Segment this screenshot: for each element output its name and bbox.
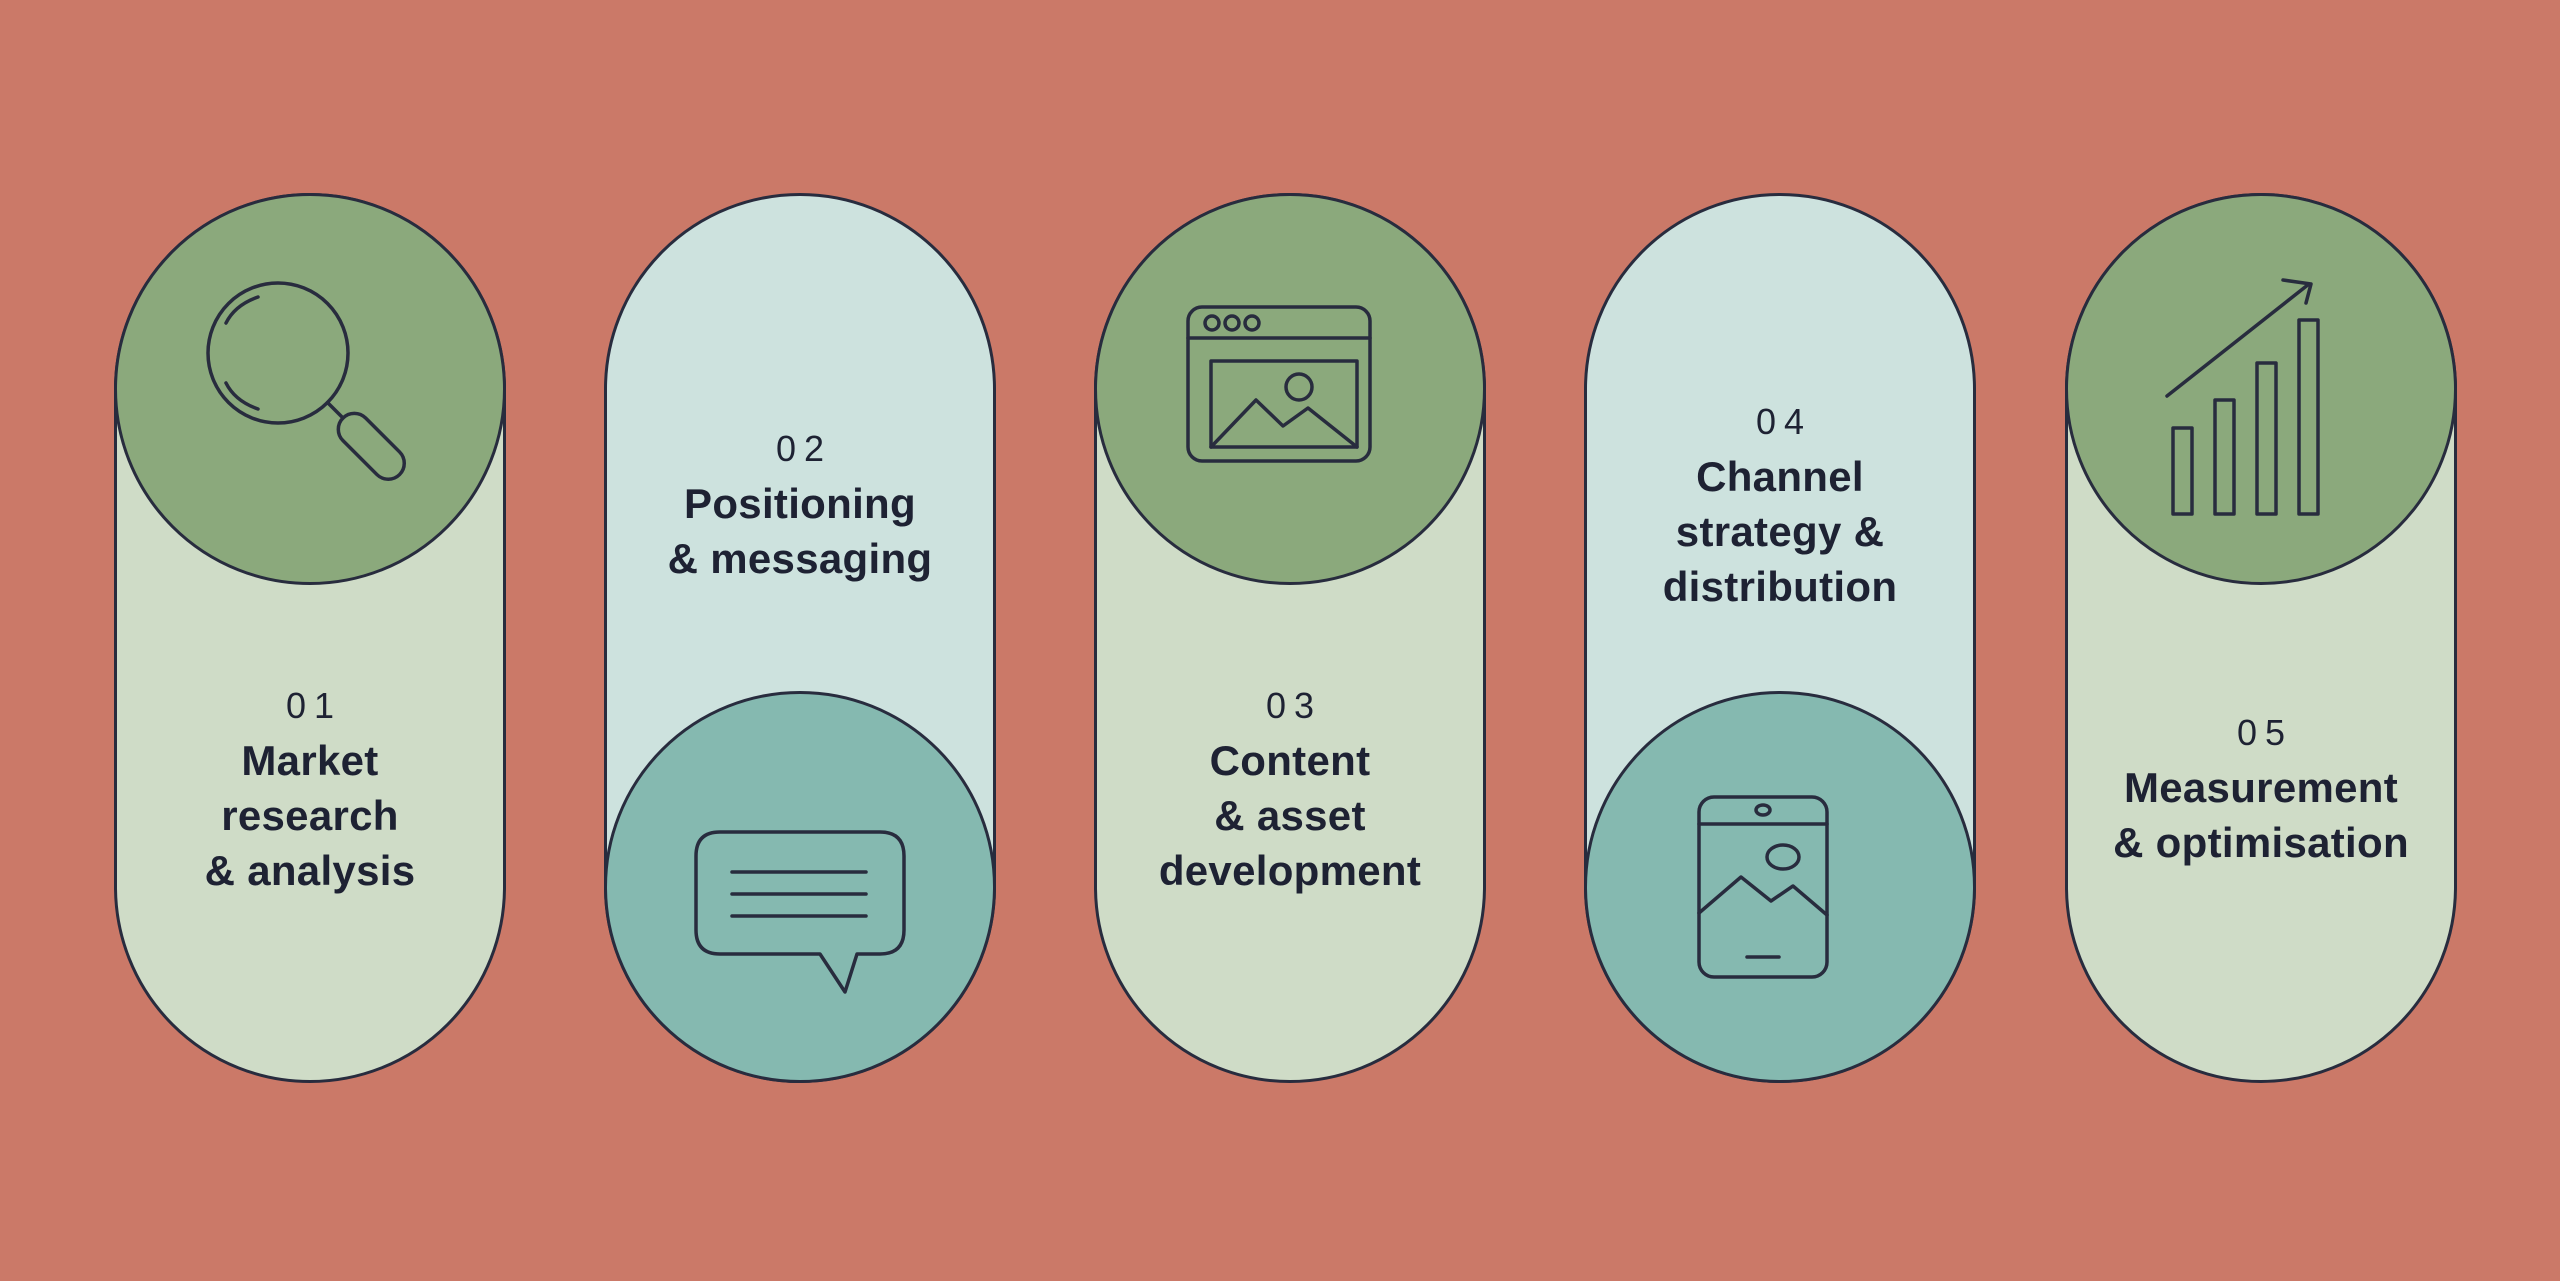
step-title: Market research & analysis: [204, 736, 416, 894]
growth-chart-icon: [2165, 278, 2320, 516]
card-step-04-channel-strategy: 04 Channel strategy & distribution: [1584, 193, 1976, 1083]
icon-circle: [1094, 193, 1486, 585]
step-title: Measurement & optimisation: [2113, 764, 2409, 866]
step-title: Positioning & messaging: [667, 480, 933, 582]
step-number: 05: [2236, 712, 2294, 753]
step-number: 01: [285, 684, 343, 726]
step-text: 05 Measurement & optimisation: [2068, 585, 2454, 1080]
card-step-01-market-research: 01 Market research & analysis: [114, 193, 506, 1083]
step-title: Content & asset development: [1158, 736, 1422, 894]
step-number: 02: [775, 428, 833, 469]
card-step-03-content-asset: 03 Content & asset development: [1094, 193, 1486, 1083]
step-title: Channel strategy & distribution: [1662, 452, 1898, 610]
step-text: 04 Channel strategy & distribution: [1587, 196, 1973, 751]
search-icon: [205, 281, 406, 482]
browser-image-icon: [1186, 305, 1372, 463]
step-number: 03: [1265, 684, 1323, 726]
chat-bubble-icon: [694, 830, 906, 994]
step-number: 04: [1755, 400, 1813, 442]
icon-circle: [2065, 193, 2457, 585]
step-text: 02 Positioning & messaging: [607, 196, 993, 751]
card-step-02-positioning-messaging: 02 Positioning & messaging: [604, 193, 996, 1083]
icon-circle: [1584, 691, 1976, 1083]
tablet-image-icon: [1697, 795, 1829, 979]
step-text: 03 Content & asset development: [1097, 585, 1483, 1080]
step-text: 01 Market research & analysis: [117, 585, 503, 1080]
icon-circle: [604, 691, 996, 1083]
card-step-05-measurement: 05 Measurement & optimisation: [2065, 193, 2457, 1083]
icon-circle: [114, 193, 506, 585]
